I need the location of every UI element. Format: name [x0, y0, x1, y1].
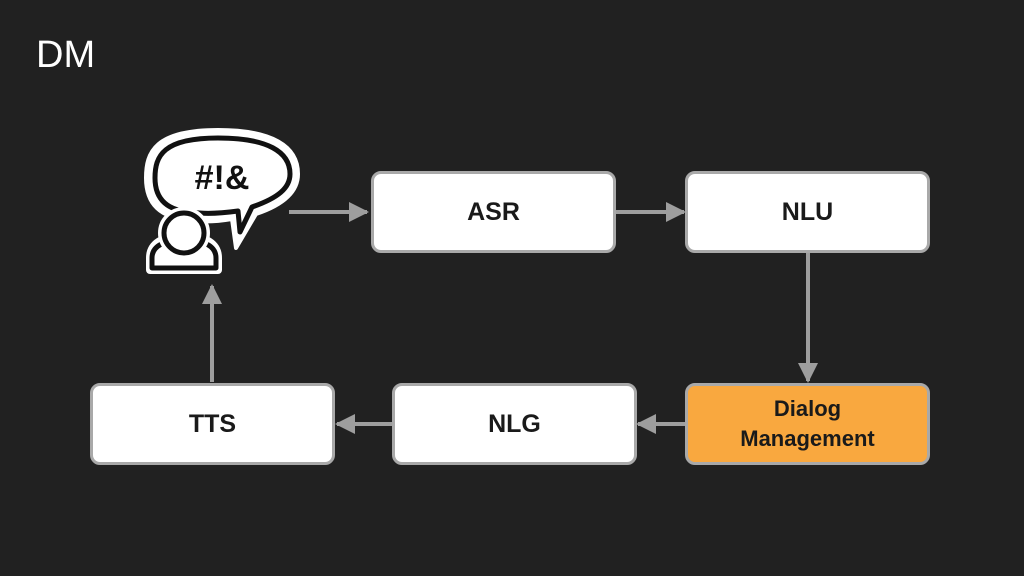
tts-node: TTS	[90, 383, 335, 465]
dialog-management-node: Dialog Management	[685, 383, 930, 465]
page-title: DM	[36, 34, 96, 76]
nlg-node: NLG	[392, 383, 637, 465]
user-speech-icon: #!&	[144, 128, 300, 274]
nlu-node: NLU	[685, 171, 930, 253]
speech-bubble-text: #!&	[195, 159, 250, 197]
person-icon	[146, 207, 222, 274]
asr-node: ASR	[371, 171, 616, 253]
